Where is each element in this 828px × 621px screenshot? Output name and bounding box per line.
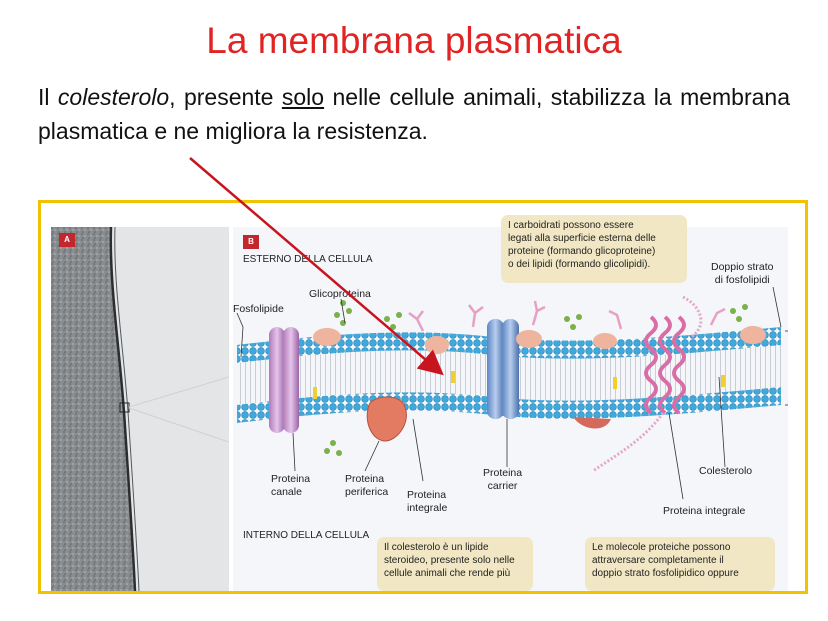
channel-protein-label: Proteina canale [271, 473, 311, 498]
intro-text-1: Il [38, 84, 58, 110]
outside-cell-label: ESTERNO DELLA CELLULA [243, 254, 373, 265]
phospholipid-label: Fosfolipide [233, 303, 284, 315]
proteins-note: Le molecole proteiche possono attraversa… [585, 537, 775, 591]
bilayer-label: Doppio strato di fosfolipidi [711, 261, 774, 286]
peripheral-protein-label: Proteina periferica [345, 473, 389, 498]
intro-text-3: nelle cellule animali, stabilizza la mem… [38, 84, 791, 144]
membrane-diagram-panel: B ESTERNO DELLA CELLULA INTERNO DELLA CE… [233, 215, 788, 591]
intro-text-2: , presente [169, 84, 282, 110]
micrograph-panel: A [51, 227, 229, 591]
panel-b-tag: B [243, 235, 259, 249]
glycoprotein-label: Glicoproteina [309, 288, 371, 300]
intro-italic-word: colesterolo [57, 84, 170, 110]
membrane-figure: A [38, 200, 808, 594]
cholesterol-note: Il colesterolo è un lipide steroideo, pr… [377, 537, 533, 591]
slide-title: La membrana plasmatica [206, 20, 622, 61]
micrograph-image [51, 227, 229, 591]
carbohydrates-note: I carboidrati possono essere legati alla… [501, 215, 687, 283]
intro-underlined-word: solo [281, 84, 325, 110]
panel-a-tag: A [59, 233, 75, 247]
integral-protein-right-label: Proteina integrale [663, 505, 746, 517]
cholesterol-label: Colesterolo [699, 465, 753, 477]
intro-paragraph: Il colesterolo, presente solo nelle cell… [38, 80, 790, 148]
carrier-protein-label: Proteina carrier [483, 467, 523, 492]
inside-cell-label: INTERNO DELLA CELLULA [243, 530, 370, 541]
integral-protein-label: Proteina integrale [407, 489, 448, 514]
